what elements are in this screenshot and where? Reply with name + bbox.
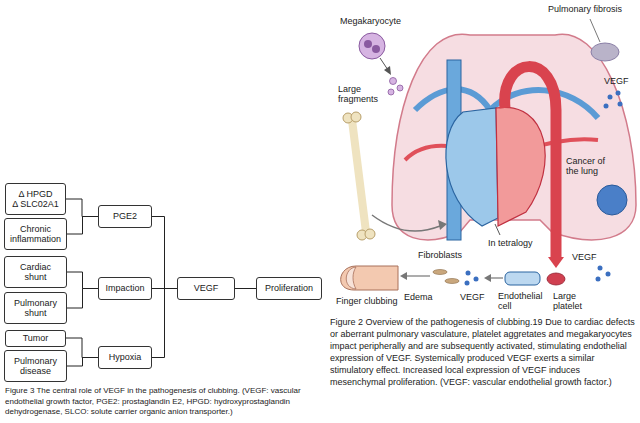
fibroblast [445, 279, 459, 284]
platelet-fragment [388, 89, 394, 95]
leader-line [495, 224, 500, 235]
callout-label: Pulmonary fibrosis [548, 4, 622, 14]
nucleus-lobe [372, 45, 380, 53]
connector-line [152, 217, 177, 289]
box-text: Δ SLC02A1 [12, 199, 59, 209]
process-box: Cardiac shunt [4, 256, 67, 288]
heart-right-side [446, 108, 498, 226]
callout-label: Large fragments [338, 84, 384, 105]
callout-label: Edema [404, 292, 433, 302]
connector [66, 199, 98, 217]
vegf-dot [596, 277, 601, 282]
callout-label: Fibroblasts [418, 250, 462, 260]
nucleus-lobe [364, 40, 372, 48]
box-text: Impaction [105, 283, 144, 293]
endothelial-cell [505, 272, 540, 285]
vegf-dot [616, 91, 621, 96]
connector-line [67, 272, 98, 289]
callout-label: VEGF [604, 76, 629, 86]
connector [66, 338, 98, 358]
connector-line [67, 358, 98, 367]
connector [67, 272, 98, 289]
box-text: PGE2 [113, 211, 137, 221]
callout-label: VEGF [460, 292, 485, 302]
connector-line [66, 338, 98, 358]
connector [67, 289, 98, 309]
callout-label: Megakaryocyte [340, 16, 401, 26]
fibrosis-patch [591, 43, 619, 61]
process-box: Tumor [5, 330, 66, 347]
callout-label: In tetralogy [488, 238, 533, 248]
process-box: Proliferation [256, 277, 322, 300]
process-box: Pulmonary disease [4, 350, 67, 382]
connector [235, 288, 256, 289]
platelet-fragment [390, 78, 397, 85]
arrow-head [548, 257, 564, 268]
arrow-head [400, 272, 407, 280]
leader-line [590, 19, 600, 42]
connector-line [235, 288, 256, 289]
vegf-dot [474, 277, 479, 282]
arrow-head [438, 220, 447, 230]
process-box: Δ HPGDΔ SLC02A1 [5, 183, 66, 215]
vegf-dot [465, 281, 470, 286]
curved-arrow [372, 215, 440, 231]
large-platelet [547, 273, 565, 285]
connector [152, 217, 177, 289]
fingernail [346, 267, 356, 289]
vegf-dot [604, 104, 609, 109]
connector-line [67, 217, 98, 235]
arrow-line [405, 275, 430, 276]
box-text: Cardiac shunt [8, 262, 63, 283]
vegf-dot [598, 266, 603, 271]
callout-label: Large platelet [553, 291, 595, 312]
callout-label: Cancer of the lung [566, 156, 618, 177]
callout-label: Finger clubbing [336, 296, 398, 306]
finger [341, 266, 398, 290]
process-box: Pulmonary shunt [4, 292, 67, 324]
process-box: Hypoxia [98, 346, 152, 369]
callout-label: VEGF [572, 252, 597, 262]
box-text: Proliferation [265, 283, 313, 293]
connector [67, 217, 98, 235]
vegf-dot [618, 102, 623, 107]
box-text: VEGF [194, 283, 219, 293]
platelet-fragment [397, 85, 403, 91]
connector-line [66, 199, 98, 217]
box-text: Tumor [23, 333, 49, 343]
arrow-head [484, 274, 491, 282]
connector [67, 358, 98, 367]
vegf-dot [608, 95, 613, 100]
lung-tumor [597, 185, 627, 215]
figure-caption: Figure 3 The central role of VEGF in the… [5, 386, 325, 418]
megakaryocyte-cell [359, 33, 385, 59]
box-text: Hypoxia [109, 352, 142, 362]
vegf-dot [466, 271, 471, 276]
aorta [505, 67, 556, 258]
box-text: Δ HPGD [18, 189, 52, 199]
connector-line [67, 289, 98, 309]
connector [152, 289, 177, 358]
process-box: Chronic inflammation [4, 218, 67, 250]
vegf-dot [606, 272, 611, 277]
bone-knob [351, 112, 361, 122]
bone-shaft [352, 120, 366, 232]
process-box: Impaction [98, 277, 152, 300]
process-box: PGE2 [98, 205, 152, 228]
box-text: Pulmonary shunt [8, 298, 63, 319]
figure-caption: Figure 2 Overview of the pathogenesis of… [330, 316, 636, 388]
process-box: VEGF [177, 277, 235, 300]
bone-knob [365, 229, 375, 239]
arrow-line [489, 277, 503, 278]
box-text: Pulmonary disease [8, 356, 63, 377]
box-text: Chronic inflammation [8, 224, 63, 245]
lungs-outline [392, 34, 636, 240]
callout-label: Endothelial cell [498, 291, 550, 312]
connector-line [152, 289, 177, 358]
heart-left-side [496, 107, 545, 226]
fibroblast [433, 270, 447, 275]
arrow-head [384, 66, 391, 75]
